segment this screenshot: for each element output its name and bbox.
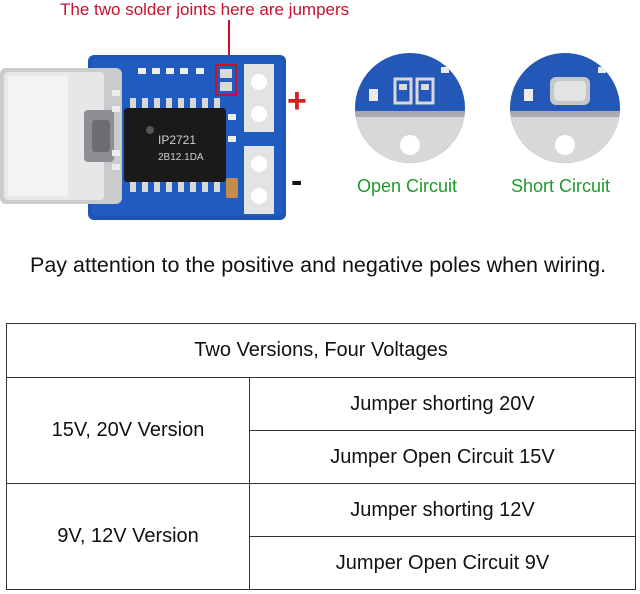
svg-text:2B12.1DA: 2B12.1DA [158, 152, 204, 163]
table-row: Jumper Open Circuit 9V [7, 536, 636, 590]
capacitor [226, 178, 238, 198]
positive-pole-sign: + [287, 82, 307, 120]
wiring-note: Pay attention to the positive and negati… [30, 253, 607, 277]
negative-pole-sign: - [291, 162, 303, 200]
usb-c-connector [0, 68, 122, 204]
version-cell: 15V, 20V Version [6, 377, 250, 484]
short-circuit-zoom [510, 53, 620, 163]
open-circuit-label: Open Circuit [357, 176, 458, 196]
ip2721-chip: IP2721 2B12.1DA [124, 98, 226, 192]
positive-pads [244, 64, 274, 132]
option-cell: Jumper shorting 12V [249, 483, 636, 537]
negative-pads [244, 146, 274, 214]
annotation-leader-line [228, 20, 230, 64]
table-row: 15V, 20V Version Jumper shorting 20V [6, 377, 636, 484]
table-header-row: Two Versions, Four Voltages [6, 323, 636, 378]
option-cell: Jumper Open Circuit 9V [249, 536, 636, 590]
voltage-table: Two Versions, Four Voltages 15V, 20V Ver… [6, 323, 636, 590]
smd-components-top [138, 68, 204, 74]
short-circuit-label: Short Circuit [511, 176, 611, 196]
pcb-board-photo: IP2721 2B12.1DA [0, 55, 286, 220]
jumper-annotation: The two solder joints here are jumpers [60, 0, 350, 19]
table-row: Jumper Open Circuit 15V [7, 430, 636, 484]
version-cell: 9V, 12V Version [6, 483, 250, 590]
option-cell: Jumper Open Circuit 15V [249, 430, 636, 484]
svg-text:IP2721: IP2721 [158, 133, 196, 147]
table-row: 9V, 12V Version Jumper shorting 12V [6, 483, 636, 590]
jumper-pads [215, 64, 237, 96]
option-cell: Jumper shorting 20V [249, 377, 636, 431]
open-circuit-zoom [355, 53, 465, 163]
table-header: Two Versions, Four Voltages [6, 323, 636, 378]
